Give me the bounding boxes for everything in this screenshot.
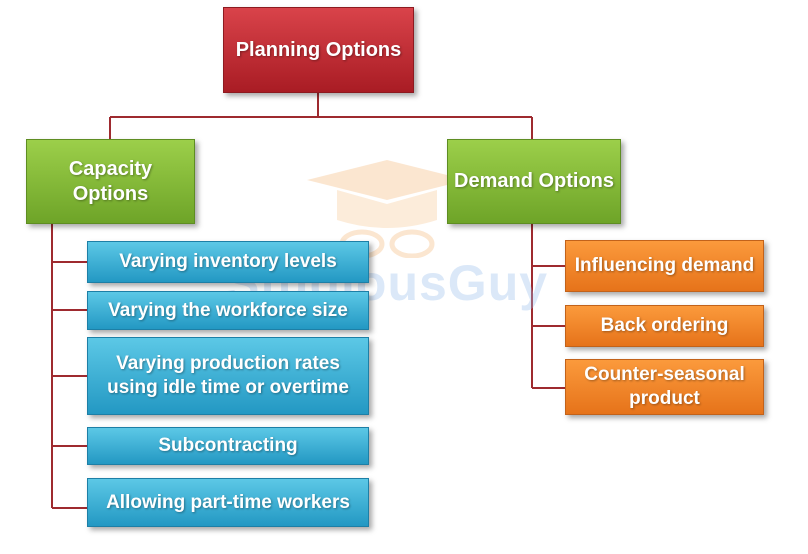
demand-item-back-ordering: Back ordering [565, 305, 764, 347]
capacity-options-node: Capacity Options [26, 139, 195, 224]
capacity-item-part-time: Allowing part-time workers [87, 478, 369, 527]
root-node: Planning Options [223, 7, 414, 93]
capacity-item-production-rates: Varying production rates using idle time… [87, 337, 369, 415]
demand-options-node: Demand Options [447, 139, 621, 224]
demand-item-counter-seasonal: Counter-seasonal product [565, 359, 764, 415]
demand-item-influencing: Influencing demand [565, 240, 764, 292]
capacity-item-inventory: Varying inventory levels [87, 241, 369, 283]
capacity-item-subcontracting: Subcontracting [87, 427, 369, 465]
capacity-item-workforce: Varying the workforce size [87, 291, 369, 330]
